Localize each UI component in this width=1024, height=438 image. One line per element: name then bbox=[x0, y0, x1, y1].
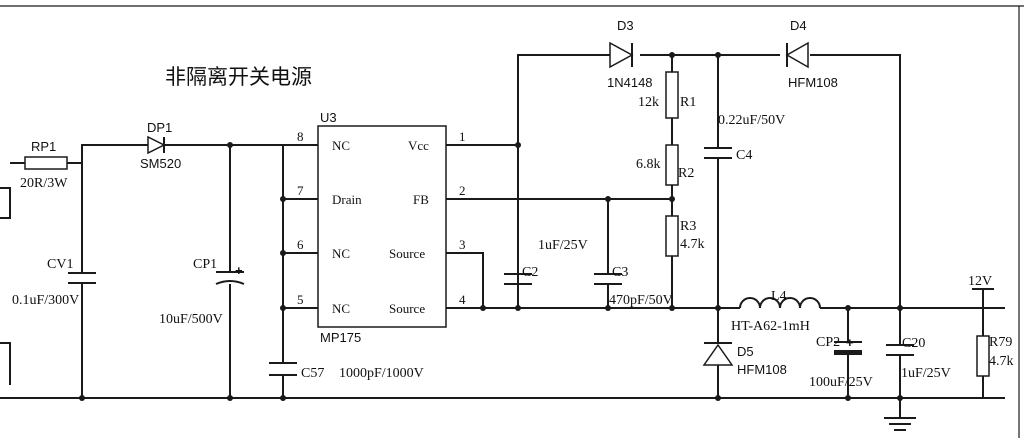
capacitor-cp2: + CP2 100uF/25V bbox=[809, 335, 873, 390]
pin-name: FB bbox=[413, 192, 429, 207]
d5-value: HFM108 bbox=[737, 362, 787, 377]
l4-ref: L4 bbox=[771, 289, 787, 304]
capacitor-c20: C20 1uF/25V bbox=[886, 336, 951, 381]
r2-ref: R2 bbox=[678, 166, 694, 181]
c3-value: 470pF/50V bbox=[609, 293, 673, 308]
ic-part: MP175 bbox=[320, 330, 361, 345]
c57-value: 1000pF/1000V bbox=[339, 366, 424, 381]
cp1-ref: CP1 bbox=[193, 257, 217, 272]
rp1-value: 20R/3W bbox=[20, 176, 68, 191]
r1-ref: R1 bbox=[680, 95, 696, 110]
ic-u3: U3 MP175 8 7 6 5 NC Drain NC NC 1 2 3 4 … bbox=[297, 110, 466, 345]
capacitor-cp1: + CP1 10uF/500V bbox=[159, 257, 245, 327]
capacitor-c4: C4 0.22uF/50V bbox=[704, 113, 785, 163]
cp2-ref: CP2 bbox=[816, 335, 840, 350]
r3-value: 4.7k bbox=[680, 237, 705, 252]
ground-icon bbox=[884, 417, 916, 431]
pin-number: 2 bbox=[459, 183, 466, 198]
pin-name: NC bbox=[332, 138, 350, 153]
r1-value: 12k bbox=[638, 95, 659, 110]
d4-ref: D4 bbox=[790, 18, 807, 33]
r79-value: 4.7k bbox=[989, 354, 1014, 369]
resistor-r1: R1 12k bbox=[638, 71, 696, 119]
d4-value: HFM108 bbox=[788, 75, 838, 90]
c4-value: 0.22uF/50V bbox=[718, 113, 785, 128]
c3-ref: C3 bbox=[612, 265, 628, 280]
capacitor-cv1: CV1 0.1uF/300V bbox=[12, 257, 96, 308]
r79-ref: R79 bbox=[989, 335, 1012, 350]
pin-number: 1 bbox=[459, 129, 466, 144]
cp2-negative-plate bbox=[834, 350, 862, 355]
d3-value: 1N4148 bbox=[607, 75, 653, 90]
cp2-polarity-mark: + bbox=[846, 335, 854, 350]
pin-number: 3 bbox=[459, 237, 466, 252]
c57-ref: C57 bbox=[301, 366, 324, 381]
left-connector-lower bbox=[0, 342, 11, 385]
l4-value: HT-A62-1mH bbox=[731, 319, 810, 334]
pin-name: NC bbox=[332, 301, 350, 316]
d5-ref: D5 bbox=[737, 344, 754, 359]
diode-d3: D3 1N4148 bbox=[607, 18, 653, 90]
r2-value: 6.8k bbox=[636, 157, 661, 172]
c2-ref: C2 bbox=[522, 265, 538, 280]
resistor-rp1: RP1 20R/3W bbox=[20, 139, 68, 191]
pin-name: Source bbox=[389, 301, 425, 316]
resistor-r3: R3 4.7k bbox=[665, 215, 705, 257]
c4-ref: C4 bbox=[736, 148, 752, 163]
pin-number: 7 bbox=[297, 183, 304, 198]
junction-dots bbox=[79, 52, 903, 401]
pin-number: 5 bbox=[297, 292, 304, 307]
diode-d5: D5 HFM108 bbox=[702, 342, 787, 377]
capacitor-c2: C2 1uF/25V bbox=[504, 238, 588, 285]
cp2-value: 100uF/25V bbox=[809, 375, 873, 390]
cp1-value: 10uF/500V bbox=[159, 312, 223, 327]
cv1-value: 0.1uF/300V bbox=[12, 293, 79, 308]
diode-d4: D4 HFM108 bbox=[785, 18, 838, 90]
pin-number: 6 bbox=[297, 237, 304, 252]
left-connector-upper bbox=[0, 187, 11, 219]
output-12v: 12V bbox=[968, 274, 994, 290]
inductor-l4: L4 HT-A62-1mH bbox=[731, 289, 821, 334]
cv1-ref: CV1 bbox=[47, 257, 73, 272]
pin-name: Vcc bbox=[408, 138, 429, 153]
r3-ref: R3 bbox=[680, 219, 696, 234]
resistor-r79: R79 4.7k bbox=[976, 335, 1014, 377]
d3-ref: D3 bbox=[617, 18, 634, 33]
c20-ref: C20 bbox=[902, 336, 925, 351]
c20-value: 1uF/25V bbox=[901, 366, 951, 381]
page-title: 非隔离开关电源 bbox=[165, 65, 312, 89]
pin-number: 4 bbox=[459, 292, 466, 307]
pin-name: Source bbox=[389, 246, 425, 261]
dp1-value: SM520 bbox=[140, 156, 181, 171]
pin-number: 8 bbox=[297, 129, 304, 144]
pin-name: NC bbox=[332, 246, 350, 261]
ic-ref: U3 bbox=[320, 110, 337, 125]
cp1-polarity-mark: + bbox=[235, 263, 243, 278]
capacitor-c3: C3 470pF/50V bbox=[594, 265, 673, 308]
wires bbox=[0, 54, 1005, 418]
diode-dp1: DP1 SM520 bbox=[140, 120, 181, 171]
output-voltage-label: 12V bbox=[968, 274, 992, 289]
capacitor-c57: C57 1000pF/1000V bbox=[269, 362, 424, 381]
resistor-r2: R2 6.8k bbox=[636, 144, 694, 186]
pin-name: Drain bbox=[332, 192, 362, 207]
rp1-ref: RP1 bbox=[31, 139, 56, 154]
c2-value: 1uF/25V bbox=[538, 238, 588, 253]
dp1-ref: DP1 bbox=[147, 120, 172, 135]
